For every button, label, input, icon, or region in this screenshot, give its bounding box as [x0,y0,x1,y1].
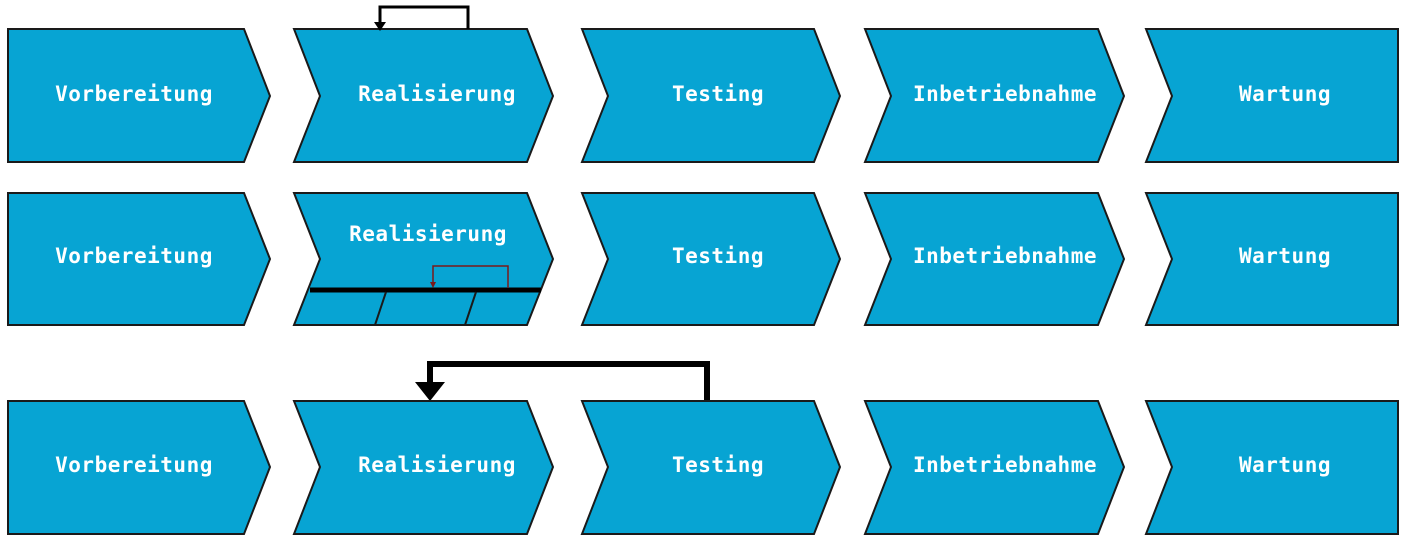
row-1-phase-label-vorbereitung: Vorbereitung [55,82,213,106]
row-1-self-loop-arrowhead [374,22,386,31]
row-2-phase-label-realisierung: Realisierung [349,222,507,246]
row-3: Vorbereitung Realisierung Testing Inbetr… [7,361,1399,535]
row-2-phase-testing [580,192,842,326]
row-2-inner-loop-arrowhead [430,282,436,288]
row-2-phase-label-wartung: Wartung [1239,244,1331,268]
row-3-feedback-arrowhead [415,382,445,401]
row-3-phase-label-testing: Testing [672,453,764,477]
row-2-inner-loop-arrow [432,265,509,288]
row-3-phase-inbetriebnahme [863,400,1126,535]
row-1-phase-label-testing: Testing [672,82,764,106]
row-3-feedback-arrow [427,361,710,400]
row-2-substep-separator-2 [464,291,477,326]
row-3-phase-wartung [1144,400,1399,535]
row-3-phase-label-inbetriebnahme: Inbetriebnahme [913,453,1097,477]
row-3-phase-realisierung [292,400,555,535]
row-2-phase-realisierung [292,192,555,326]
row-3-phase-label-vorbereitung: Vorbereitung [55,453,213,477]
row-1-phase-label-inbetriebnahme: Inbetriebnahme [913,82,1097,106]
row-2-phase-label-vorbereitung: Vorbereitung [55,244,213,268]
row-1-phase-label-wartung: Wartung [1239,82,1331,106]
row-2-substep-separator-1 [374,291,387,326]
row-1-self-loop-arrow [378,5,470,29]
row-3-phase-testing [580,400,842,535]
row-1-phase-testing [580,28,842,163]
row-2-phase-label-testing: Testing [672,244,764,268]
row-3-phase-label-wartung: Wartung [1239,453,1331,477]
row-2-phase-wartung [1144,192,1399,326]
row-1-phase-wartung [1144,28,1399,163]
row-2-phase-inbetriebnahme [863,192,1126,326]
row-1: Vorbereitung Realisierung Testing Inbetr… [7,5,1399,163]
row-3-phase-vorbereitung [7,400,272,535]
row-1-phase-vorbereitung [7,28,272,163]
row-1-phase-inbetriebnahme [863,28,1126,163]
row-1-phase-realisierung [292,28,555,163]
row-2-phase-vorbereitung [7,192,272,326]
row-1-phase-label-realisierung: Realisierung [358,82,516,106]
row-3-phase-label-realisierung: Realisierung [358,453,516,477]
row-2-phase-label-inbetriebnahme: Inbetriebnahme [913,244,1097,268]
row-2: Vorbereitung Realisierung Testing Inbetr… [7,192,1399,326]
